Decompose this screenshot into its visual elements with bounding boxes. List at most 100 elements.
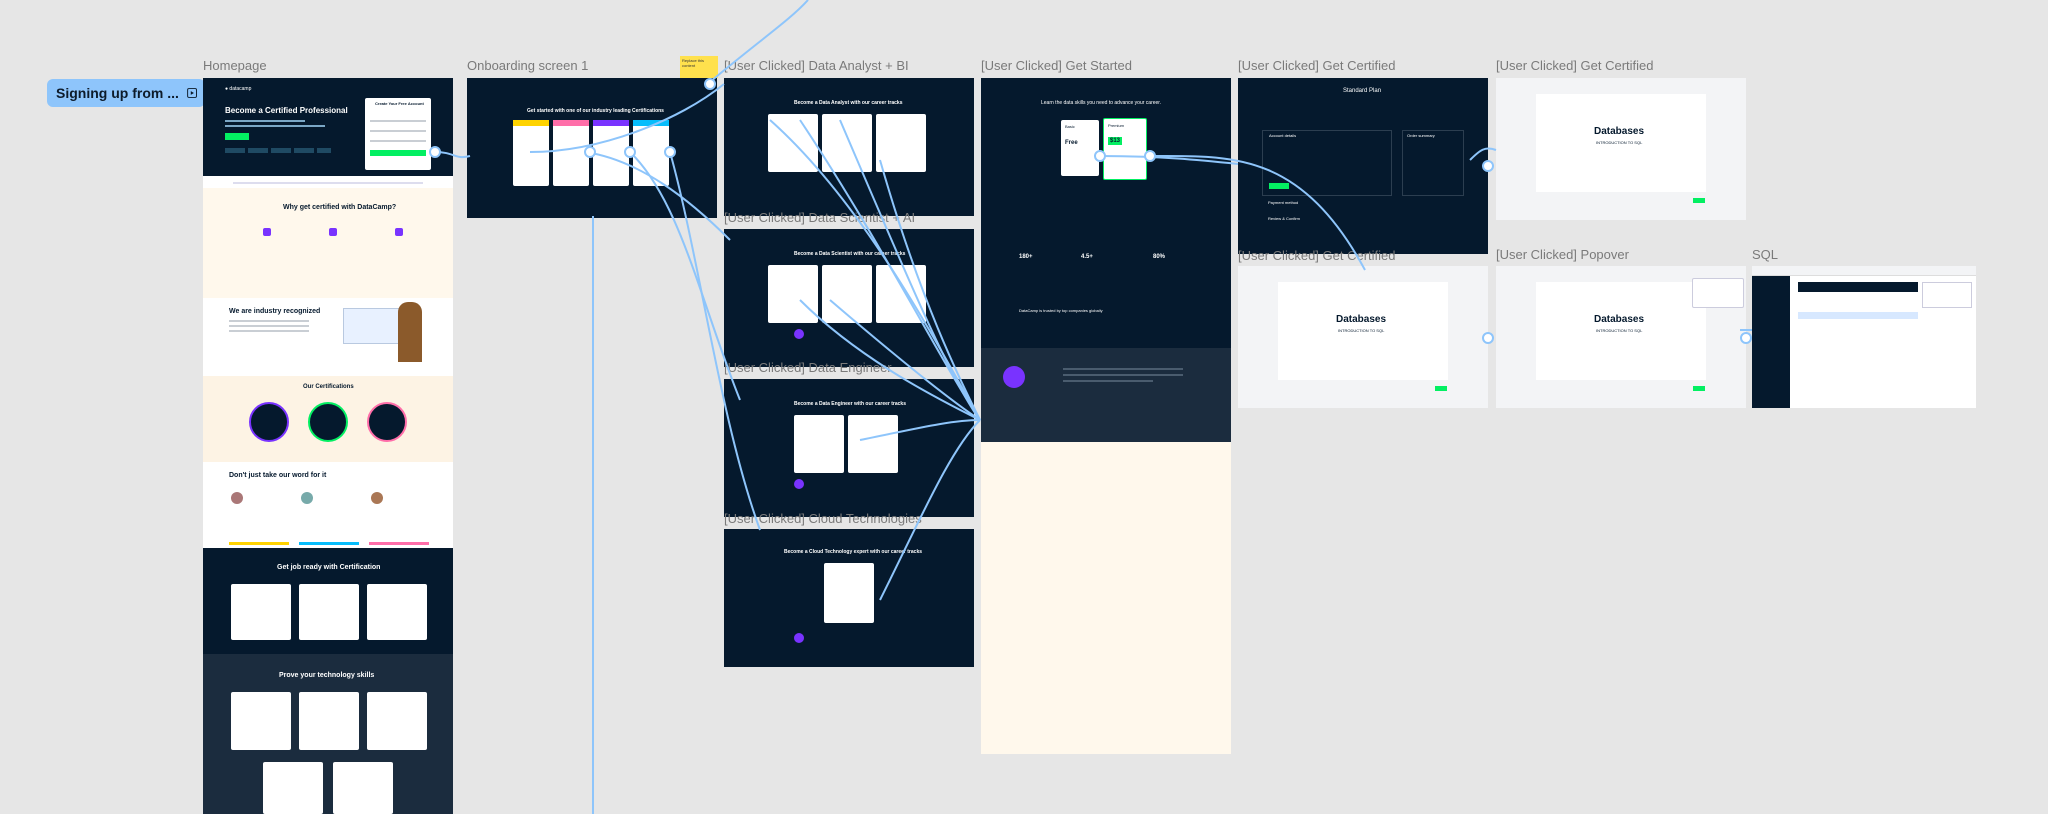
frame-label-certified-db2: [User Clicked] Get Certified xyxy=(1238,248,1396,263)
order-summary-label: Order summary xyxy=(1407,133,1435,138)
frame-certified-db[interactable]: Databases INTRODUCTION TO SQL xyxy=(1496,78,1746,220)
frame-label-certified-plan: [User Clicked] Get Certified xyxy=(1238,58,1396,73)
track-card-3[interactable] xyxy=(593,120,629,186)
sql-topbar xyxy=(1752,266,1976,276)
scientist-card-1[interactable] xyxy=(768,265,818,323)
frame-certified-db2[interactable]: Databases INTRODUCTION TO SQL xyxy=(1238,266,1488,408)
testimonial-avatar xyxy=(1003,366,1025,388)
plan-premium-label: Premium xyxy=(1108,123,1124,128)
frame-homepage[interactable]: ● datacamp Become a Certified Profession… xyxy=(203,78,453,814)
sql-lesson-header xyxy=(1798,282,1918,292)
payment-method-label: Payment method xyxy=(1268,200,1298,205)
frame-certified-plan[interactable]: Standard Plan Account details Order summ… xyxy=(1238,78,1488,254)
cert-circle-cloud[interactable] xyxy=(308,402,348,442)
plan-basic-price: Free xyxy=(1065,140,1078,146)
flow-start-button[interactable]: Signing up from ... xyxy=(47,79,205,107)
get-started-hero: Learn the data skills you need to advanc… xyxy=(981,78,1231,348)
why-icon-1 xyxy=(263,228,271,236)
frame-popover[interactable]: Databases INTRODUCTION TO SQL xyxy=(1496,266,1746,408)
frame-analyst[interactable]: Become a Data Analyst with our career tr… xyxy=(724,78,974,216)
scientist-avatar xyxy=(794,329,804,339)
testimonial-avatar-3 xyxy=(371,492,383,504)
course-slide-main: Databases INTRODUCTION TO SQL xyxy=(1536,94,1706,192)
continue-button[interactable] xyxy=(1269,183,1289,189)
frame-sql[interactable] xyxy=(1752,266,1976,408)
why-title: Why get certified with DataCamp? xyxy=(283,204,396,211)
prove-card-1[interactable] xyxy=(231,692,291,750)
prove-card-5[interactable] xyxy=(333,762,393,814)
certs-title: Our Certifications xyxy=(303,384,354,390)
hero-cta-button[interactable] xyxy=(225,133,249,140)
why-section: Why get certified with DataCamp? xyxy=(203,188,453,298)
get-started-heading: Learn the data skills you need to advanc… xyxy=(1041,100,1161,106)
track-card-2[interactable] xyxy=(553,120,589,186)
popover-dialog[interactable] xyxy=(1692,278,1744,308)
sticky-note[interactable]: Replace this content xyxy=(680,56,718,78)
cloud-heading: Become a Cloud Technology expert with ou… xyxy=(784,549,922,555)
stat-3: 80% xyxy=(1153,254,1165,260)
slide-main-next-button[interactable] xyxy=(1693,198,1705,203)
sql-hint-panel xyxy=(1922,282,1972,308)
job-ready-title: Get job ready with Certification xyxy=(277,564,380,571)
popover-next-button[interactable] xyxy=(1693,386,1705,391)
order-summary: Order summary xyxy=(1402,130,1464,196)
frame-scientist[interactable]: Become a Data Scientist with our career … xyxy=(724,229,974,367)
slide-main-subtitle: INTRODUCTION TO SQL xyxy=(1596,140,1642,145)
course-slide-popover: Databases INTRODUCTION TO SQL xyxy=(1536,282,1706,380)
flow-start-label: Signing up from ... xyxy=(56,85,179,101)
prove-card-2[interactable] xyxy=(299,692,359,750)
frame-label-scientist: [User Clicked] Data Scientist + AI xyxy=(724,210,915,225)
frame-onboarding[interactable]: Get started with one of our industry lea… xyxy=(467,78,717,218)
testimonial-avatar-1 xyxy=(231,492,243,504)
frame-label-onboarding: Onboarding screen 1 xyxy=(467,58,588,73)
track-card-1[interactable] xyxy=(513,120,549,186)
prove-card-4[interactable] xyxy=(263,762,323,814)
plan-card-basic[interactable]: Basic Free xyxy=(1061,120,1099,176)
track-card-4[interactable] xyxy=(633,120,669,186)
frame-get-started[interactable]: Learn the data skills you need to advanc… xyxy=(981,78,1231,754)
engineer-heading: Become a Data Engineer with our career t… xyxy=(794,401,906,407)
account-details-label: Account details xyxy=(1269,133,1296,138)
frame-cloud[interactable]: Become a Cloud Technology expert with ou… xyxy=(724,529,974,667)
review-confirm-label: Review & Confirm xyxy=(1268,216,1300,221)
job-card-3[interactable] xyxy=(367,584,427,640)
signup-submit-button[interactable] xyxy=(370,150,426,156)
cloud-card-1[interactable] xyxy=(824,563,874,623)
signup-form-card: Create Your Free Account xyxy=(365,98,431,170)
engineer-card-1[interactable] xyxy=(794,415,844,473)
analyst-card-1[interactable] xyxy=(768,114,818,172)
prove-title: Prove your technology skills xyxy=(279,672,374,679)
cert-circle-technology[interactable] xyxy=(249,402,289,442)
frame-label-engineer: [User Clicked] Data Engineer xyxy=(724,360,892,375)
job-card-1[interactable] xyxy=(231,584,291,640)
sql-sidebar xyxy=(1752,276,1790,408)
plan-premium-price: $13 xyxy=(1108,137,1122,145)
frame-label-cloud: [User Clicked] Cloud Technologies xyxy=(724,511,922,526)
frame-label-certified-db: [User Clicked] Get Certified xyxy=(1496,58,1654,73)
frame-engineer[interactable]: Become a Data Engineer with our career t… xyxy=(724,379,974,517)
job-card-2[interactable] xyxy=(299,584,359,640)
frame-label-get-started: [User Clicked] Get Started xyxy=(981,58,1132,73)
cert-circle-professional[interactable] xyxy=(367,402,407,442)
slide-next-button[interactable] xyxy=(1435,386,1447,391)
frame-label-analyst: [User Clicked] Data Analyst + BI xyxy=(724,58,909,73)
course-slide: Databases INTRODUCTION TO SQL xyxy=(1278,282,1448,380)
frame-label-sql: SQL xyxy=(1752,247,1778,262)
analyst-card-3[interactable] xyxy=(876,114,926,172)
certifications-section: Our Certifications xyxy=(203,376,453,462)
analyst-card-2[interactable] xyxy=(822,114,872,172)
plan-card-premium[interactable]: Premium $13 xyxy=(1103,118,1147,180)
why-icon-3 xyxy=(395,228,403,236)
cloud-avatar xyxy=(794,633,804,643)
engineer-card-2[interactable] xyxy=(848,415,898,473)
stat-2: 4.5+ xyxy=(1081,254,1093,260)
analyst-heading: Become a Data Analyst with our career tr… xyxy=(794,100,902,106)
account-details-panel: Account details xyxy=(1262,130,1392,196)
scientist-heading: Become a Data Scientist with our career … xyxy=(794,251,905,257)
scientist-card-2[interactable] xyxy=(822,265,872,323)
certificate-image xyxy=(343,308,403,344)
scientist-card-3[interactable] xyxy=(876,265,926,323)
prove-card-3[interactable] xyxy=(367,692,427,750)
engineer-avatar xyxy=(794,479,804,489)
frame-label-homepage: Homepage xyxy=(203,58,267,73)
